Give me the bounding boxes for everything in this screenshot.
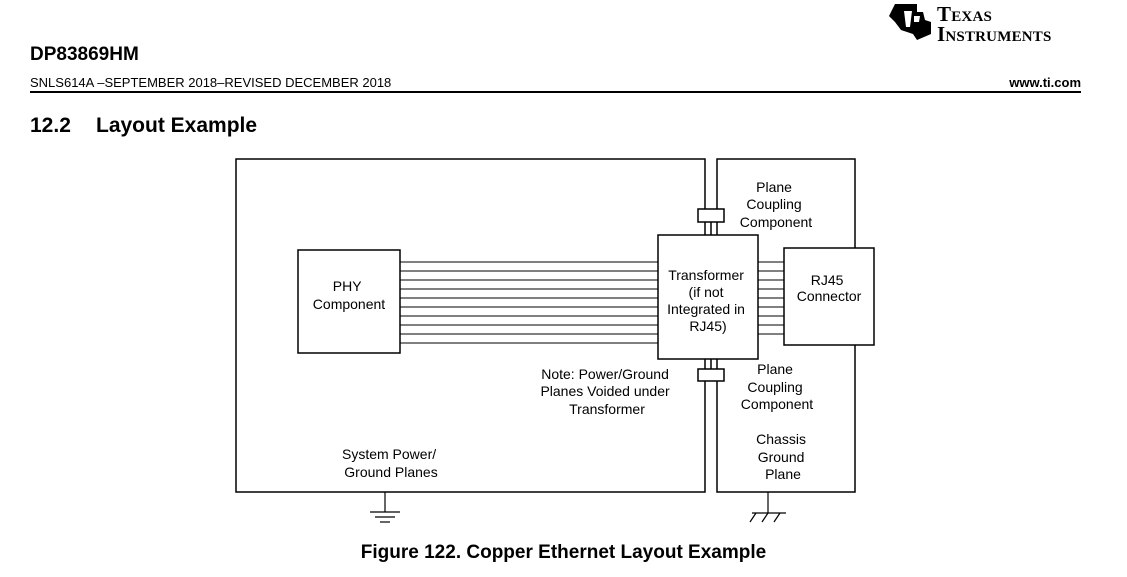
chassis-label: Chassis Ground Plane xyxy=(756,431,810,482)
phy-box xyxy=(297,249,401,354)
coupling-bottom-line-3: Component xyxy=(741,396,813,412)
part-number: DP83869HM xyxy=(30,44,139,65)
note-label: Note: Power/Ground Planes Voided under T… xyxy=(540,366,673,417)
coupling-top-line-2: Coupling xyxy=(746,196,801,212)
chassis-line-1: Chassis xyxy=(756,431,806,447)
coupling-bottom-line-1: Plane xyxy=(757,361,793,377)
coupling-bottom-label: Plane Coupling Component xyxy=(741,361,813,412)
header-rule xyxy=(30,91,1081,93)
phy-label-line-1: PHY xyxy=(333,278,362,294)
document-id: SNLS614A –SEPTEMBER 2018–REVISED DECEMBE… xyxy=(30,75,392,90)
coupling-top-line-3: Component xyxy=(740,214,812,230)
chassis-line-2: Ground xyxy=(758,449,805,465)
section-title: Layout Example xyxy=(96,114,258,137)
ti-logo-icon xyxy=(889,4,931,40)
system-planes-line-2: Ground Planes xyxy=(344,464,437,480)
phy-label: PHY Component xyxy=(313,278,385,312)
phy-traces xyxy=(400,261,658,344)
transformer-label-line-2: (if not xyxy=(689,284,724,300)
system-planes-line-1: System Power/ xyxy=(342,446,436,462)
transformer-label-line-3: Integrated in xyxy=(667,301,745,317)
coupling-top-label: Plane Coupling Component xyxy=(740,179,812,230)
coupling-component-bottom-symbol xyxy=(697,368,725,382)
phy-label-line-2: Component xyxy=(313,296,385,312)
logo-line-1: Texas xyxy=(937,2,993,26)
website-link[interactable]: www.ti.com xyxy=(1009,75,1081,90)
section-heading: 12.2 Layout Example xyxy=(30,114,257,138)
rj45-label: RJ45 Connector xyxy=(797,272,862,304)
rj45-box xyxy=(783,247,875,346)
ti-logo-wordmark: Texas Instruments xyxy=(937,2,1052,46)
note-line-3: Transformer xyxy=(569,401,645,417)
logo-line-2: Instruments xyxy=(937,22,1052,46)
coupling-top-line-1: Plane xyxy=(756,179,792,195)
figure-caption: Figure 122. Copper Ethernet Layout Examp… xyxy=(360,542,767,563)
chassis-ground-icon xyxy=(749,492,786,523)
coupling-bottom-line-2: Coupling xyxy=(747,379,802,395)
transformer-label-line-1: Transformer xyxy=(668,267,744,283)
transformer-box xyxy=(657,234,759,360)
transformer-label-line-4: RJ45) xyxy=(689,318,726,334)
rj45-label-line-2: Connector xyxy=(797,288,862,304)
rj45-label-line-1: RJ45 xyxy=(811,272,844,288)
note-line-2: Planes Voided under xyxy=(540,383,670,399)
coupling-component-top-symbol xyxy=(697,208,725,223)
system-planes-label: System Power/ Ground Planes xyxy=(342,446,440,480)
ground-icon xyxy=(370,492,400,523)
note-line-1: Note: Power/Ground xyxy=(541,366,669,382)
section-number: 12.2 xyxy=(30,114,71,137)
chassis-line-3: Plane xyxy=(765,466,801,482)
transformer-label: Transformer (if not Integrated in RJ45) xyxy=(667,267,749,334)
rj45-traces xyxy=(758,261,784,335)
